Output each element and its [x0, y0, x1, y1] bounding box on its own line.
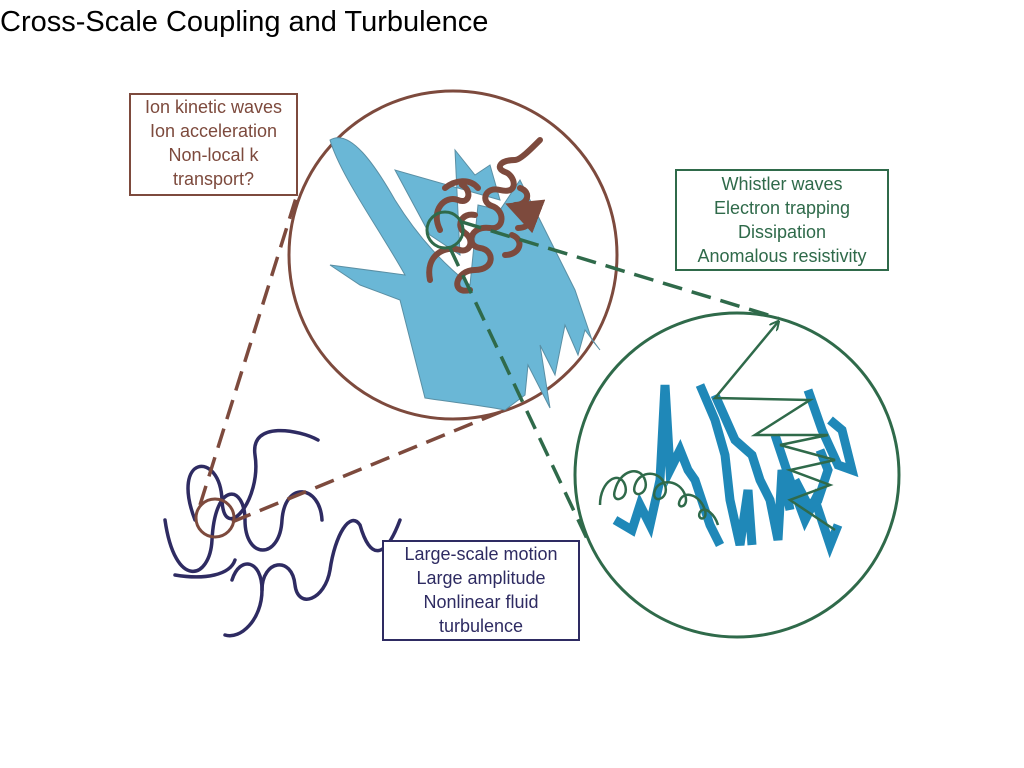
large-scale-waves — [163, 428, 402, 638]
whistler-box-line-1: Whistler waves — [721, 174, 843, 194]
fluid-wave-lower — [173, 558, 237, 579]
electron-zoom-lines — [448, 220, 779, 546]
large-box-line-3: Nonlinear fluid — [423, 592, 539, 612]
large-box-line-1: Large-scale motion — [404, 544, 558, 564]
electron-scale-circle — [573, 311, 901, 639]
fluid-wave-bottom — [223, 518, 402, 638]
ion-box-line-1: Ion kinetic waves — [144, 97, 283, 117]
ion-zoom-lines — [198, 197, 511, 524]
electron-zigzag-path — [598, 322, 836, 532]
large-box-line-4: turbulence — [438, 616, 524, 636]
large-box-line-2: Large amplitude — [416, 568, 546, 588]
ion-box-line-3: Non-local k — [168, 145, 259, 165]
ion-scale-marker-circle — [194, 497, 236, 539]
electron-scale-marker-circle — [425, 210, 465, 250]
whistler-box-line-4: Anomalous resistivity — [697, 246, 867, 266]
whistler-box-line-3: Dissipation — [737, 222, 827, 242]
ion-box-line-2: Ion acceleration — [149, 121, 278, 141]
fluid-wave-bottom-2 — [230, 562, 264, 592]
electron-gyration-spiral — [598, 470, 720, 526]
whistler-label-box: Whistler waves Electron trapping Dissipa… — [675, 169, 889, 271]
whistler-box-line-2: Electron trapping — [713, 198, 851, 218]
ion-kinetic-label-box: Ion kinetic waves Ion acceleration Non-l… — [129, 93, 298, 196]
fluid-wave-upper — [186, 428, 320, 522]
ion-box-line-4: transport? — [172, 169, 255, 189]
large-scale-label-box: Large-scale motion Large amplitude Nonli… — [382, 540, 580, 641]
ion-gyration-spiral — [426, 137, 540, 294]
slide-title: Cross-Scale Coupling and Turbulence — [0, 6, 489, 38]
electron-turbulence-strokes — [612, 383, 859, 559]
